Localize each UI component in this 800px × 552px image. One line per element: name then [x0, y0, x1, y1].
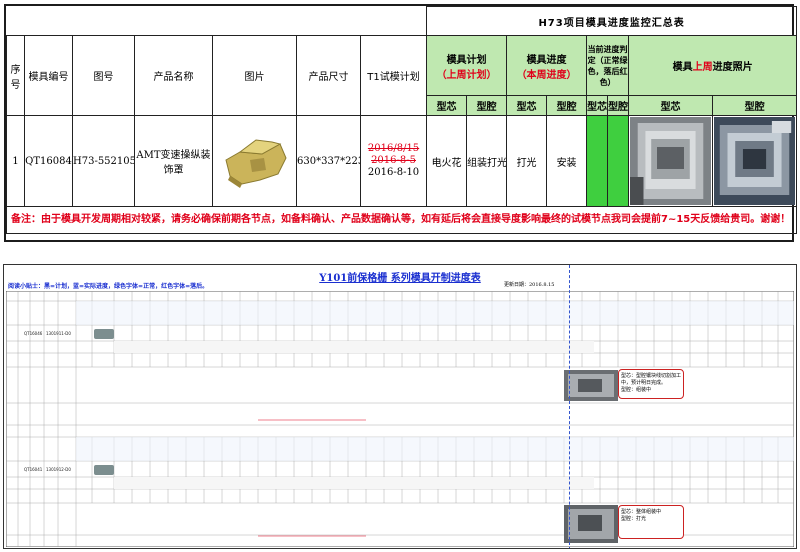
mold-progress-sub: （本周进度）	[516, 69, 577, 81]
mold2-no: QT16041	[24, 467, 43, 472]
status-cavity-indicator	[607, 115, 630, 207]
header-picture: 图片	[212, 35, 297, 116]
mold1-part: 1301911-D0	[46, 331, 71, 336]
cell-prog-core: 打光	[506, 115, 548, 207]
status-core-indicator	[586, 115, 609, 207]
cavity-photo	[714, 117, 796, 205]
sheet-title: H73项目模具进度监控汇总表	[426, 6, 798, 36]
photos-label: 模具上周进度照片	[672, 62, 753, 73]
header-mold-plan: 模具计划 （上周计划）	[426, 35, 508, 96]
t1-current-date: 2016-8-10	[367, 167, 420, 178]
header-size: 产品尺寸	[296, 35, 361, 116]
bottom-title: Y101前保格栅 系列模具开制进度表	[319, 273, 481, 284]
header-mold-progress: 模具进度 （本周进度）	[506, 35, 588, 96]
sub-judge-core: 型芯	[586, 95, 609, 116]
mold1-no: QT16046	[24, 331, 43, 336]
mold2-note-cavity: 型腔：打光	[621, 516, 647, 522]
header-product-name: 产品名称	[134, 35, 213, 116]
sub-plan-cavity: 型腔	[466, 95, 508, 116]
sub-judge-cavity: 型腔	[607, 95, 630, 116]
header-drawing-no: 图号	[72, 35, 135, 116]
bottom-schedule-sheet: Y101前保格栅 系列模具开制进度表 阅读小贴士：黑=计划，蓝=实际进度，绿色字…	[3, 264, 797, 549]
cell-t1-plan: 2016/8/15 2016-8-5 2016-8-10	[359, 115, 428, 207]
header-seq: 序号	[6, 35, 25, 116]
table-row: 1 QT16084 H73-5521051 AMT变速操纵装饰罩 630*337…	[6, 115, 798, 207]
core-photo	[630, 117, 712, 205]
cell-product-name: AMT变速操纵装饰罩	[134, 115, 213, 207]
cell-photo-cavity	[712, 115, 798, 207]
sub-plan-core: 型芯	[426, 95, 468, 116]
mold2-progress-note: 型芯：整体组装中 型腔：打光	[618, 505, 684, 539]
progress-summary-table: H73项目模具进度监控汇总表 序号 模具编号 图号 产品名称 图片 产品尺寸 T…	[5, 6, 798, 234]
t1-old-date-1: 2016/8/15	[367, 143, 420, 154]
cell-plan-core: 电火花	[426, 115, 468, 207]
bottom-date: 更新日期：2016.8.15	[504, 282, 555, 288]
bottom-legend: 阅读小贴士：黑=计划，蓝=实际进度，绿色字体=正常，红色字体=落后。	[8, 283, 209, 290]
mold1-progress-note: 型芯：型腔镶块线切割加工中，预计明日完成。 型腔：组装中	[618, 369, 684, 399]
cell-picture	[212, 115, 297, 207]
mold-progress-label: 模具进度	[526, 54, 567, 66]
sub-photo-core: 型芯	[628, 95, 714, 116]
header-photos: 模具上周进度照片	[628, 35, 798, 96]
top-summary-sheet: H73项目模具进度监控汇总表 序号 模具编号 图号 产品名称 图片 产品尺寸 T…	[4, 4, 798, 242]
mold2-note-core: 型芯：整体组装中	[621, 509, 662, 515]
sub-prog-cavity: 型腔	[546, 95, 588, 116]
header-mold-no: 模具编号	[24, 35, 73, 116]
schedule-grid	[6, 291, 794, 547]
cell-photo-core	[628, 115, 714, 207]
sub-prog-core: 型芯	[506, 95, 548, 116]
mold1-note-cavity: 型腔：组装中	[621, 387, 652, 393]
cell-seq: 1	[6, 115, 25, 207]
t1-old-date-2: 2016-8-5	[371, 155, 416, 166]
cell-plan-cavity: 组装打光	[466, 115, 508, 207]
cell-size: 630*337*223	[296, 115, 361, 207]
sub-photo-cavity: 型腔	[712, 95, 798, 116]
mold1-note-core: 型芯：型腔镶块线切割加工中，预计明日完成。	[621, 373, 682, 386]
mold2-part: 1301912-D0	[46, 467, 71, 472]
mold-plan-sub: （上周计划）	[436, 69, 497, 81]
header-status-judge: 当前进度判定（正常绿色，落后红色）	[586, 35, 630, 96]
current-week-marker	[569, 265, 570, 548]
remark-text: 备注：由于模具开发周期相对较紧，请务必确保前期各节点，如备料确认、产品数据确认等…	[5, 206, 798, 234]
cell-mold-no: QT16084	[24, 115, 73, 207]
product-image	[224, 138, 287, 188]
cell-prog-cavity: 安装	[546, 115, 588, 207]
cell-drawing-no: H73-5521051	[72, 115, 135, 207]
header-t1-plan: T1试模计划	[359, 35, 428, 116]
mold-plan-label: 模具计划	[446, 54, 487, 66]
